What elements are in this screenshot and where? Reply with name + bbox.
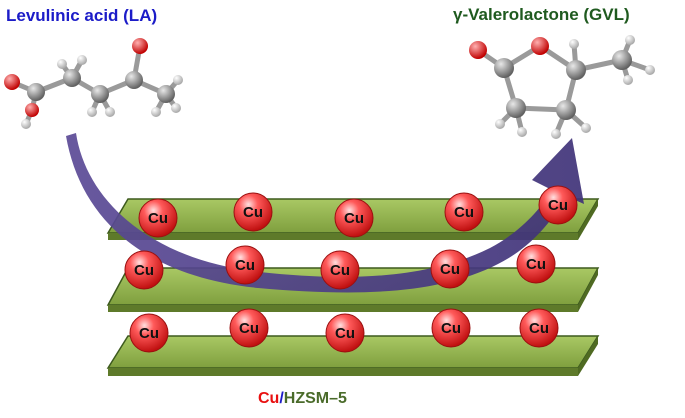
carbon-atom <box>612 50 632 70</box>
catalyst-caption: Cu/HZSM–5 <box>258 390 347 408</box>
product-title: γ-Valerolactone (GVL) <box>453 5 630 24</box>
carbon-atom <box>27 83 45 101</box>
cu-label: Cu <box>441 320 461 337</box>
cu-label: Cu <box>134 262 154 279</box>
oxygen-atom <box>25 103 39 117</box>
carbon-atom <box>125 71 143 89</box>
cu-label: Cu <box>330 262 350 279</box>
support-plate-bottom <box>106 335 600 376</box>
hydrogen-atom <box>581 123 591 133</box>
cu-particle: Cu <box>431 308 471 348</box>
gamma-valerolactone-molecule <box>469 35 655 139</box>
hydrogen-atom <box>151 107 161 117</box>
catalyst-separator: / <box>279 390 284 407</box>
cu-label: Cu <box>148 210 168 227</box>
oxygen-atom <box>4 74 20 90</box>
oxygen-atom <box>469 41 487 59</box>
cu-label: Cu <box>139 325 159 342</box>
cu-particle: Cu <box>325 313 365 353</box>
hydrogen-atom <box>57 59 67 69</box>
hydrogen-atom <box>173 75 183 85</box>
cu-label: Cu <box>548 197 568 214</box>
oxygen-atom <box>531 37 549 55</box>
particles-top-row: Cu Cu Cu Cu Cu <box>138 185 578 238</box>
cu-particle: Cu <box>233 192 273 232</box>
catalyst-support: HZSM–5 <box>283 390 347 407</box>
carbon-atom <box>506 98 526 118</box>
carbon-atom <box>63 69 81 87</box>
levulinic-acid-molecule <box>4 38 183 129</box>
cu-label: Cu <box>344 210 364 227</box>
particles-middle-row: Cu Cu Cu Cu Cu <box>124 244 556 290</box>
hydrogen-atom <box>105 107 115 117</box>
carbon-atom <box>556 100 576 120</box>
cu-label: Cu <box>243 204 263 221</box>
cu-particle: Cu <box>320 250 360 290</box>
cu-particle: Cu <box>138 198 178 238</box>
hydrogen-atom <box>171 103 181 113</box>
cu-particle: Cu <box>516 244 556 284</box>
cu-particle: Cu <box>444 192 484 232</box>
cu-label: Cu <box>440 261 460 278</box>
particles-bottom-row: Cu Cu Cu Cu Cu <box>129 308 559 353</box>
carbon-atom <box>157 85 175 103</box>
hydrogen-atom <box>87 107 97 117</box>
hydrogen-atom <box>645 65 655 75</box>
cu-particle: Cu <box>519 308 559 348</box>
cu-label: Cu <box>235 257 255 274</box>
cu-particle: Cu <box>124 250 164 290</box>
cu-particle: Cu <box>538 185 578 225</box>
catalyst-metal: Cu <box>258 390 280 407</box>
cu-particle: Cu <box>129 313 169 353</box>
hydrogen-atom <box>495 119 505 129</box>
cu-particle: Cu <box>229 308 269 348</box>
cu-label: Cu <box>335 325 355 342</box>
hydrogen-atom <box>625 35 635 45</box>
cu-label: Cu <box>526 256 546 273</box>
hydrogen-atom <box>569 39 579 49</box>
hydrogen-atom <box>623 75 633 85</box>
cu-particle: Cu <box>430 249 470 289</box>
reactant-title: Levulinic acid (LA) <box>6 6 158 25</box>
cu-particle: Cu <box>225 245 265 285</box>
carbon-atom <box>494 58 514 78</box>
carbon-atom <box>566 60 586 80</box>
hydrogen-atom <box>551 129 561 139</box>
hydrogen-atom <box>517 127 527 137</box>
cu-label: Cu <box>239 320 259 337</box>
carbon-atom <box>91 85 109 103</box>
hydrogen-atom <box>77 55 87 65</box>
cu-label: Cu <box>454 204 474 221</box>
hydrogen-atom <box>21 119 31 129</box>
cu-label: Cu <box>529 320 549 337</box>
oxygen-atom <box>132 38 148 54</box>
cu-particle: Cu <box>334 198 374 238</box>
